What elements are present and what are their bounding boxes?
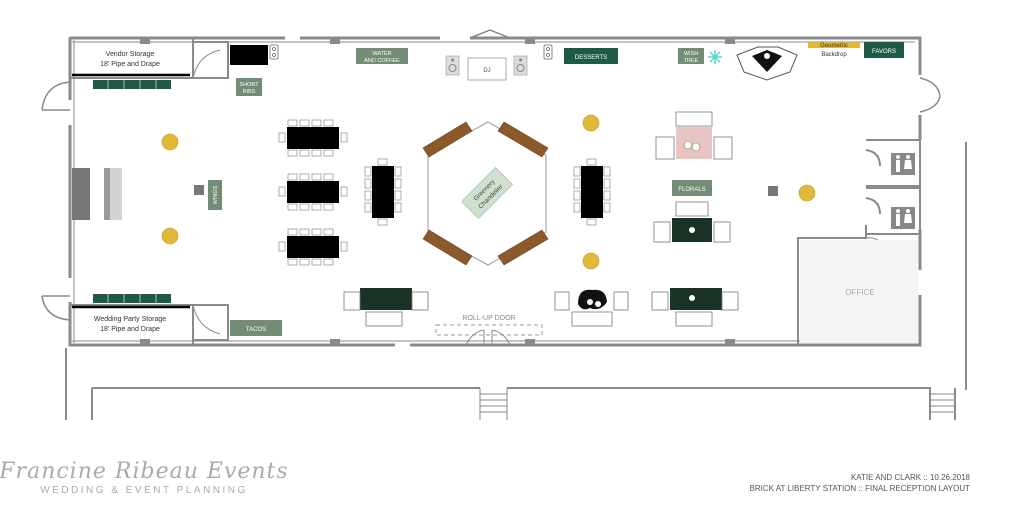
office-label: OFFICE — [845, 288, 874, 297]
florals-table: FLORALS — [672, 180, 712, 196]
dance-floor: Greenery Chandelier — [422, 121, 549, 266]
dining-table — [364, 158, 402, 226]
svg-text:WATER: WATER — [372, 51, 391, 57]
dining-table — [278, 119, 348, 157]
dining-table — [278, 173, 348, 211]
star-icon — [708, 50, 722, 64]
restroom-icon — [891, 207, 915, 229]
black-bar-table — [230, 45, 268, 65]
dining-table — [278, 228, 348, 266]
outlet-icon — [269, 44, 279, 60]
dj-booth: DJ — [445, 29, 528, 81]
restroom-block — [865, 139, 921, 235]
short-ribs-station: SHORT RIBS — [236, 78, 262, 96]
vendor-storage-label-2: 18' Pipe and Drape — [100, 61, 160, 68]
column-marker — [768, 186, 778, 196]
event-line-2: BRICK AT LIBERTY STATION :: FINAL RECEPT… — [750, 484, 971, 493]
pilasters — [140, 38, 735, 345]
right-door — [919, 77, 941, 113]
tacos-station: TACOS — [230, 320, 282, 336]
svg-text:Backdrop: Backdrop — [821, 52, 847, 58]
svg-text:WISH: WISH — [684, 51, 698, 57]
wedding-storage-label-1: Wedding Party Storage — [94, 316, 166, 323]
vendor-storage-label-1: Vendor Storage — [106, 51, 155, 58]
exterior-walls — [65, 142, 967, 420]
svg-text:SHORT: SHORT — [239, 82, 259, 88]
speaker-icon — [445, 55, 460, 76]
favors-table: FAVORS — [864, 42, 904, 58]
svg-text:FLORALS: FLORALS — [678, 187, 705, 193]
dining-table — [573, 158, 611, 226]
wish-tree-table: WISH TREE — [678, 48, 704, 64]
stairs — [479, 388, 955, 420]
svg-text:RIBS: RIBS — [243, 89, 256, 95]
sweetheart-lounge — [655, 111, 733, 160]
lounge — [651, 288, 739, 327]
wedding-drape-table — [93, 294, 171, 303]
vendor-drape-table — [93, 80, 171, 89]
cocktail-tables — [161, 114, 816, 270]
wedding-party-storage-room: Wedding Party Storage 18' Pipe and Drape — [69, 304, 229, 346]
lounge — [343, 288, 429, 327]
lounge — [653, 201, 731, 243]
geometric-backdrop: Geometric Backdrop — [808, 42, 860, 58]
event-line-1: KATIE AND CLARK :: 10.26.2018 — [851, 473, 971, 482]
svg-text:FAVORS: FAVORS — [872, 49, 896, 55]
office-room: OFFICE — [797, 225, 918, 345]
vendor-storage-room: Vendor Storage 18' Pipe and Drape — [69, 37, 229, 79]
dj-label: DJ — [483, 68, 490, 74]
brand-tagline: WEDDING & EVENT PLANNING — [40, 485, 248, 496]
svg-text:TREE: TREE — [684, 58, 699, 64]
roll-up-door: ROLL-UP DOOR — [435, 315, 543, 346]
wings-station: WINGS — [208, 180, 222, 210]
svg-text:Geometric: Geometric — [820, 43, 848, 49]
left-door — [41, 81, 71, 321]
svg-text:WINGS: WINGS — [213, 185, 219, 204]
lounge-top — [736, 46, 798, 81]
restroom-icon — [891, 153, 915, 175]
svg-text:TACOS: TACOS — [246, 327, 266, 333]
brand-name: Francine Ribeau Events — [0, 459, 289, 484]
lounge — [554, 289, 629, 327]
desserts-table: DESSERTS — [564, 48, 618, 64]
left-bar — [72, 168, 122, 220]
water-coffee-station: WATER AND COFFEE — [356, 48, 408, 64]
outlet-icon — [543, 44, 553, 60]
speaker-icon — [513, 55, 528, 76]
dining-tables — [278, 119, 611, 266]
svg-text:ROLL-UP DOOR: ROLL-UP DOOR — [462, 315, 515, 322]
column-marker — [194, 185, 204, 195]
svg-text:AND COFFEE: AND COFFEE — [364, 58, 400, 64]
wedding-storage-label-2: 18' Pipe and Drape — [100, 326, 160, 333]
svg-text:DESSERTS: DESSERTS — [575, 55, 607, 61]
